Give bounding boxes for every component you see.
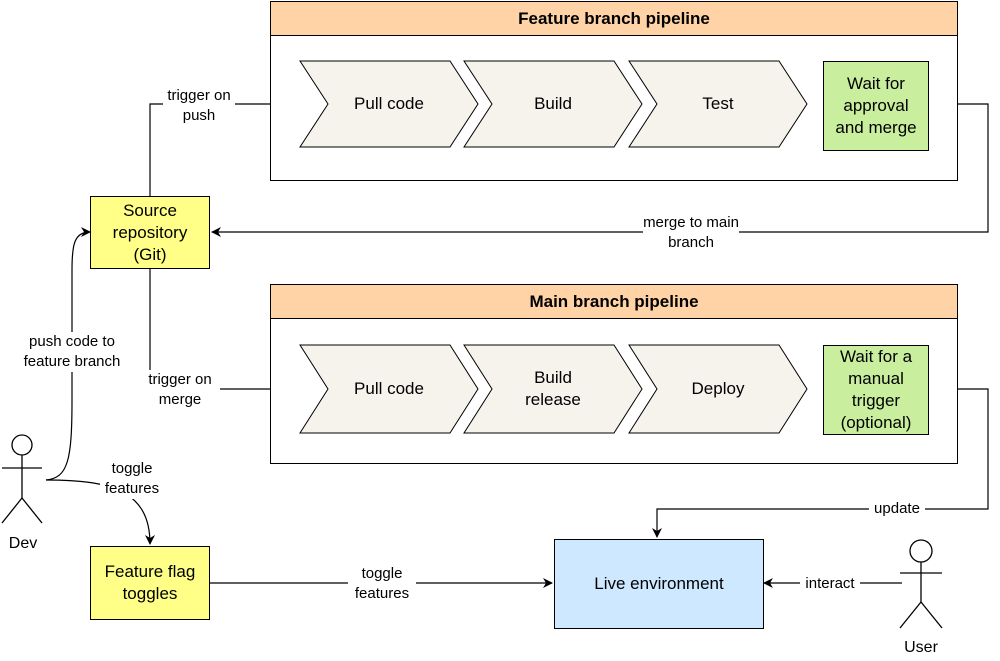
user-label: User <box>904 639 938 656</box>
user-actor-icon <box>899 539 943 629</box>
label-push-code: push code to feature branch <box>6 332 138 372</box>
edge-push-code <box>45 227 91 481</box>
label-toggle-features-dev: toggle features <box>100 459 164 499</box>
feature-pipeline-title: Feature branch pipeline <box>270 1 958 36</box>
main-step-build-release: Build release <box>525 368 581 409</box>
feature-step-pull-code: Pull code <box>354 94 424 113</box>
main-step-wait-trigger: Wait for a manual trigger (optional) <box>823 345 929 435</box>
main-pipeline-title: Main branch pipeline <box>270 284 958 319</box>
label-update: update <box>869 499 925 519</box>
label-toggle-features-flags: toggle features <box>348 564 416 604</box>
dev-actor-icon <box>1 434 43 524</box>
label-interact: interact <box>800 574 860 594</box>
main-step-pull-code: Pull code <box>354 379 424 398</box>
feature-flag-toggles-box: Feature flag toggles <box>90 546 210 620</box>
main-step-build-release-shape <box>463 344 643 434</box>
feature-step-wait-approval: Wait for approval and merge <box>823 61 929 151</box>
label-merge-to-main: merge to main branch <box>643 213 739 253</box>
feature-step-build-shape <box>463 60 643 148</box>
main-step-deploy-shape <box>628 344 808 434</box>
feature-step-test: Test <box>702 94 734 113</box>
feature-step-pull-code-shape <box>299 60 479 148</box>
main-step-pull-code-shape <box>299 344 479 434</box>
label-trigger-on-merge: trigger on merge <box>140 370 220 410</box>
source-repository-box: Source repository (Git) <box>90 196 210 269</box>
feature-step-test-shape <box>628 60 808 148</box>
main-step-deploy: Deploy <box>691 379 745 398</box>
edge-update <box>652 388 989 538</box>
feature-step-build: Build <box>534 94 572 113</box>
label-trigger-on-push: trigger on push <box>163 86 235 126</box>
edge-merge-to-main <box>211 103 989 237</box>
edge-trigger-on-push <box>149 99 329 196</box>
live-environment-box: Live environment <box>554 539 764 629</box>
dev-label: Dev <box>8 535 38 552</box>
